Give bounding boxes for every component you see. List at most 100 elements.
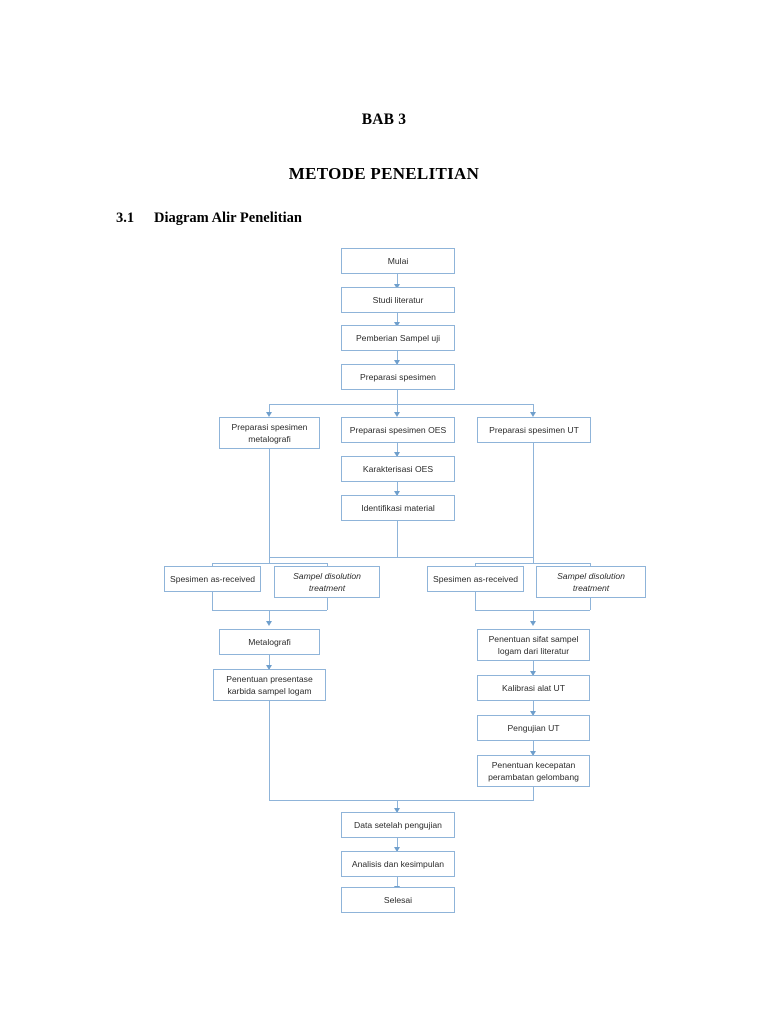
connector-kalibrasi-to-pengujian: [533, 701, 534, 715]
section-title: Diagram Alir Penelitian: [154, 210, 302, 226]
connector-data-to-analisis: [397, 838, 398, 851]
node-prep-oes-label: Preparasi spesimen OES: [349, 424, 447, 435]
chapter-title: METODE PENELITIAN: [288, 164, 480, 183]
node-identifikasi-material: Identifikasi material: [341, 495, 455, 521]
connector-right-as-received-out: [475, 592, 476, 610]
arrow-right-merge-to-penentuan-sifat: [530, 621, 536, 626]
node-penentuan-presentase: Penentuan presentase karbida sampel loga…: [213, 669, 326, 701]
node-prep-metalografi-line1: Preparasi spesimen: [231, 421, 308, 432]
node-sampel-disolution-right-line2: treatment: [572, 583, 610, 593]
node-sampel-disolution-right-line1: Sampel disolution: [557, 570, 625, 581]
node-sampel-disolution-right: Sampel disolution treatment: [536, 566, 646, 598]
connector-left-merge-down: [269, 610, 270, 624]
node-pemberian-sampel: Pemberian Sampel uji: [341, 325, 455, 351]
node-spesimen-as-received-right: Spesimen as-received: [427, 566, 524, 592]
connector-right-disolution-out: [590, 598, 591, 610]
connector-kecepatan-to-bottom: [533, 787, 534, 800]
connector-oes-to-karakterisasi: [397, 443, 398, 456]
node-metalografi-label: Metalografi: [248, 636, 291, 647]
split-bar-three-way: [269, 404, 534, 405]
node-pengujian-ut-label: Pengujian UT: [507, 722, 560, 733]
connector-right-group-down: [533, 557, 534, 563]
connector-left-group-down: [269, 557, 270, 563]
node-karakterisasi-oes-label: Karakterisasi OES: [362, 463, 434, 474]
connector-studi-to-pemberian: [397, 313, 398, 326]
connector-preparasi-down: [397, 390, 398, 404]
arrow-mulai-to-studi: [394, 284, 400, 289]
connector-right-merge-down: [533, 610, 534, 624]
node-prep-ut-label: Preparasi spesimen UT: [489, 424, 579, 435]
connector-ut-drop: [533, 443, 534, 557]
node-preparasi-spesimen: Preparasi spesimen: [341, 364, 455, 390]
arrow-pemberian-to-preparasi: [394, 360, 400, 365]
chapter-label: BAB 3: [361, 111, 407, 128]
arrow-split-to-oes: [394, 412, 400, 417]
connector-presentase-to-bottom: [269, 701, 270, 800]
section-number: 3.1: [116, 210, 135, 226]
node-prep-metalografi: Preparasi spesimen metalografi: [219, 417, 320, 449]
connector-metalografi-to-presentase: [269, 655, 270, 669]
node-prep-metalografi-line2: metalografi: [248, 434, 291, 444]
split-bar-left-pair: [212, 563, 327, 564]
arrow-sifat-to-kalibrasi: [530, 671, 536, 676]
node-mulai-label: Mulai: [387, 255, 409, 266]
node-identifikasi-material-label: Identifikasi material: [361, 502, 435, 513]
arrow-kalibrasi-to-pengujian: [530, 711, 536, 716]
node-sampel-disolution-left: Sampel disolution treatment: [274, 566, 380, 598]
node-penentuan-sifat: Penentuan sifat sampel logam dari litera…: [477, 629, 590, 661]
connector-mulai-to-studi: [397, 274, 398, 287]
arrow-studi-to-pemberian: [394, 322, 400, 327]
node-data-setelah-pengujian-label: Data setelah pengujian: [354, 819, 442, 830]
node-data-setelah-pengujian: Data setelah pengujian: [341, 812, 455, 838]
connector-identifikasi-drop: [397, 521, 398, 557]
connector-sifat-to-kalibrasi: [533, 661, 534, 675]
node-prep-ut: Preparasi spesimen UT: [477, 417, 591, 443]
connector-split-to-oes: [397, 404, 398, 415]
arrow-left-merge-to-metalografi: [266, 621, 272, 626]
node-kalibrasi-ut: Kalibrasi alat UT: [477, 675, 590, 701]
arrow-karakterisasi-to-identifikasi: [394, 491, 400, 496]
section-heading: 3.1 Diagram Alir Penelitian: [116, 210, 302, 227]
node-analisis-kesimpulan: Analisis dan kesimpulan: [341, 851, 455, 877]
connector-split-to-ut: [533, 404, 534, 415]
node-penentuan-kecepatan-line1: Penentuan kecepatan: [491, 759, 576, 770]
node-sampel-disolution-left-line2: treatment: [308, 583, 346, 593]
node-prep-oes: Preparasi spesimen OES: [341, 417, 455, 443]
node-penentuan-kecepatan-line2: perambatan gelombang: [488, 772, 579, 782]
node-analisis-kesimpulan-label: Analisis dan kesimpulan: [351, 858, 445, 869]
node-selesai: Selesai: [341, 887, 455, 913]
arrow-metalografi-to-presentase: [266, 665, 272, 670]
node-spesimen-as-received-left: Spesimen as-received: [164, 566, 261, 592]
node-penentuan-kecepatan: Penentuan kecepatan perambatan gelombang: [477, 755, 590, 787]
distribution-bar: [269, 557, 534, 558]
node-preparasi-spesimen-label: Preparasi spesimen: [360, 371, 436, 382]
connector-left-disolution-out: [327, 598, 328, 610]
node-spesimen-as-received-left-label: Spesimen as-received: [169, 573, 256, 584]
node-penentuan-sifat-line2: logam dari literatur: [497, 646, 570, 656]
node-penentuan-presentase-line2: karbida sampel logam: [227, 686, 312, 696]
arrow-oes-to-karakterisasi: [394, 452, 400, 457]
split-bar-right-pair: [475, 563, 590, 564]
node-karakterisasi-oes: Karakterisasi OES: [341, 456, 455, 482]
connector-karakterisasi-to-identifikasi: [397, 482, 398, 495]
node-studi-literatur-label: Studi literatur: [372, 294, 424, 305]
merge-bar-right-pair: [475, 610, 590, 611]
node-studi-literatur: Studi literatur: [341, 287, 455, 313]
node-kalibrasi-ut-label: Kalibrasi alat UT: [501, 682, 566, 693]
node-mulai: Mulai: [341, 248, 455, 274]
connector-bottom-merge-down: [397, 800, 398, 812]
connector-pengujian-to-kecepatan: [533, 741, 534, 755]
node-pengujian-ut: Pengujian UT: [477, 715, 590, 741]
connector-left-as-received-out: [212, 592, 213, 610]
arrow-data-to-analisis: [394, 847, 400, 852]
node-sampel-disolution-left-line1: Sampel disolution: [293, 570, 361, 581]
connector-metalografi-drop: [269, 449, 270, 557]
arrow-split-to-metalografi: [266, 412, 272, 417]
arrow-bottom-merge-to-data: [394, 808, 400, 813]
connector-analisis-to-selesai: [397, 877, 398, 890]
arrow-pengujian-to-kecepatan: [530, 751, 536, 756]
node-selesai-label: Selesai: [383, 894, 413, 905]
node-pemberian-sampel-label: Pemberian Sampel uji: [355, 332, 441, 343]
